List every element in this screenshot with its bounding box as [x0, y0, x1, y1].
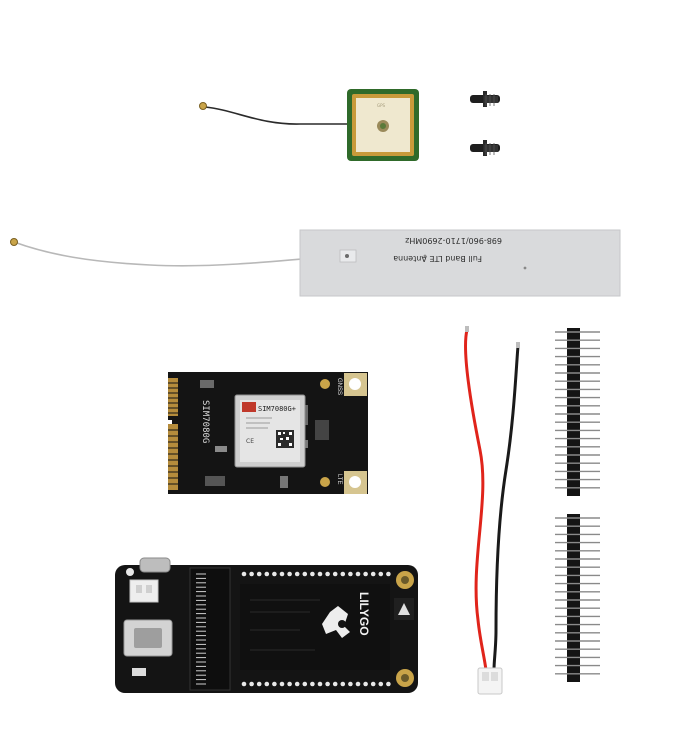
lte-antenna-label-2: 698-960/1710-2690MHz: [405, 236, 502, 245]
header-pad: [317, 571, 323, 577]
lte-antenna-connector: [10, 238, 18, 246]
header-pad: [355, 571, 361, 577]
battery-socket: [129, 579, 159, 603]
header-pad: [241, 571, 247, 577]
header-pad: [348, 571, 353, 577]
modem-edge-connector: [168, 378, 178, 490]
header-pad: [378, 571, 384, 577]
header-pad: [287, 571, 292, 577]
header-pad: [264, 571, 270, 577]
usb-c-port: [139, 557, 171, 573]
header-pad: [256, 681, 262, 687]
modem-gnss-label: GNSS: [336, 378, 342, 395]
lte-antenna-cable: [13, 241, 346, 267]
header-pad: [279, 681, 285, 687]
gps-antenna: GPS: [199, 89, 419, 161]
header-pad: [287, 681, 292, 687]
header-pad: [310, 681, 315, 687]
svg-text:CE: CE: [246, 438, 254, 445]
header-pad: [310, 571, 315, 577]
header-pad: [386, 681, 391, 687]
header-pad: [348, 681, 353, 687]
screw-top: [470, 91, 500, 107]
header-pad: [264, 681, 270, 687]
svg-text:GPS: GPS: [377, 103, 386, 108]
header-pad: [370, 571, 376, 577]
black-wire: [492, 345, 520, 671]
modem-board: GNSS LTE SIM7080G SIM7080G+ CE: [168, 372, 368, 494]
header-pad: [317, 681, 323, 687]
screw-bottom: [470, 140, 500, 156]
header-pad: [294, 571, 300, 577]
main-board: LILYGO: [115, 557, 418, 693]
header-pad: [325, 571, 330, 577]
modem-chip-label: SIM7080G+: [258, 405, 296, 413]
header-pad: [363, 681, 368, 687]
header-pad: [249, 681, 254, 687]
lilygo-logo-graphic: [322, 606, 350, 638]
header-pad: [332, 681, 338, 687]
header-pad: [241, 681, 247, 687]
lte-ufl-connector: [320, 477, 330, 487]
header-pad: [340, 681, 346, 687]
header-pad: [272, 571, 277, 577]
modem-side-label: SIM7080G: [200, 400, 210, 443]
header-pad: [256, 571, 262, 577]
header-pad: [370, 681, 376, 687]
gps-antenna-connector: [199, 102, 207, 110]
jst-connector: [477, 667, 503, 695]
header-pad: [272, 681, 277, 687]
header-pad: [294, 681, 300, 687]
reset-button: [126, 568, 134, 576]
modem-lte-label: LTE: [336, 474, 342, 485]
pin-header-top: [555, 328, 600, 496]
gps-antenna-cable: [204, 106, 352, 125]
header-pad: [249, 571, 254, 577]
red-wire: [464, 329, 488, 671]
pin-header-bottom: [555, 514, 600, 682]
header-pad: [279, 571, 285, 577]
header-pad: [302, 571, 308, 577]
mini-pcie-socket: [189, 567, 231, 691]
header-pad: [363, 571, 368, 577]
lte-antenna-label-1: Full Band LTE Antenna: [393, 254, 482, 263]
main-board-brand: LILYGO: [357, 592, 371, 636]
battery-wire: [464, 326, 520, 695]
header-pad: [378, 681, 384, 687]
header-pad: [355, 681, 361, 687]
lte-antenna: Full Band LTE Antenna 698-960/1710-2690M…: [10, 229, 621, 297]
header-pad: [340, 571, 346, 577]
header-pad: [332, 571, 338, 577]
gnss-ufl-connector: [320, 379, 330, 389]
header-pad: [325, 681, 330, 687]
header-pad: [386, 571, 391, 577]
header-pad: [302, 681, 308, 687]
